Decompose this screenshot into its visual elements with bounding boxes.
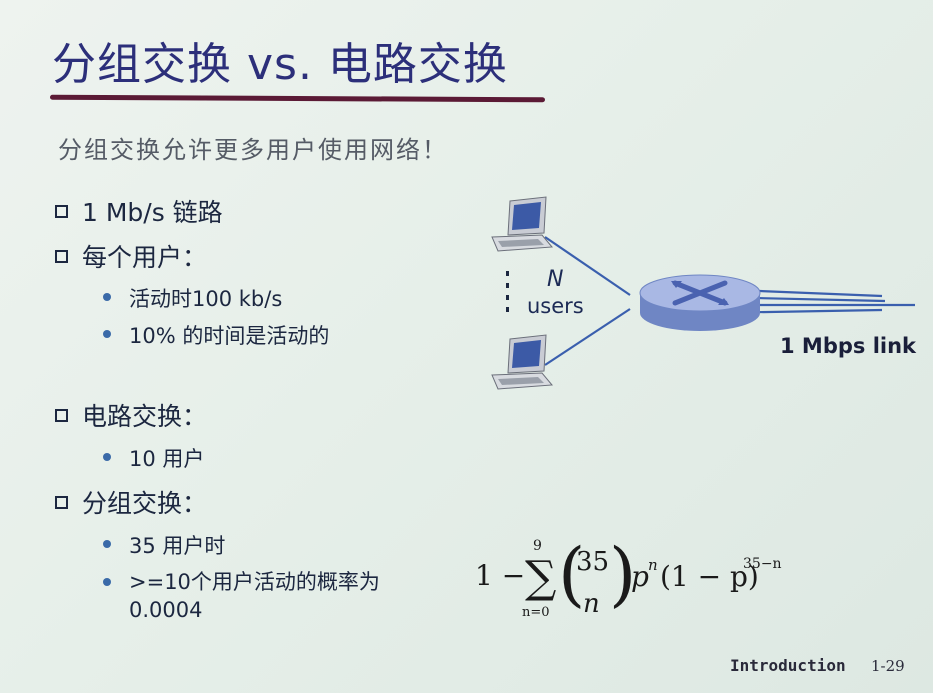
dot-bullet-icon [103,540,111,548]
binom-left-paren: ( [558,533,585,615]
title-underline [49,94,546,103]
dot-bullet-icon [103,578,111,586]
sub-bullet-packet-users-text: 35 用户时 [129,534,226,558]
dot-bullet-icon [103,453,111,461]
binom-bottom: n [583,589,600,619]
bullet-packet: 分组交换： [55,484,207,520]
uplink-line-top [544,236,631,296]
dot-bullet-icon [103,293,111,301]
bullet-circuit: 电路交换： [55,397,207,433]
slide-subtitle: 分组交换允许更多用户使用网络！ [58,136,448,164]
checkbox-bullet-icon [55,408,68,422]
sub-bullet-probability-text: >=10个用户活动的概率为 0.0004 [129,568,380,624]
bullet-per-user: 每个用户： [55,238,207,274]
link-label: 1 Mbps link [780,334,917,358]
footer-page-number: 1-29 [871,657,905,675]
probability-formula: 1 − ∑ 9 n=0 ( 35 n ) p n (1 − p) 35−n [475,530,805,634]
uplink-line-bottom [544,308,631,366]
probability-line-1: >=10个用户活动的概率为 [129,570,380,594]
sub-bullet-active-pct-text: 10% 的时间是活动的 [129,324,330,348]
sub-bullet-active-rate-text: 活动时100 kb/s [129,287,283,311]
ellipsis-dots [506,271,509,312]
bullet-packet-text: 分组交换： [82,489,208,518]
users-label: users [527,294,584,318]
p-var: p [631,560,649,593]
sub-bullet-active-rate: 活动时100 kb/s [103,283,282,313]
checkbox-bullet-icon [55,249,68,263]
sum-lower: n=0 [522,605,550,620]
binom-top: 35 [576,547,609,577]
sub-bullet-circuit-users: 10 用户 [103,443,204,473]
one-minus-p: (1 − p) [660,560,759,593]
binom-right-paren: ) [609,533,636,615]
checkbox-bullet-icon [55,204,68,218]
computer-icon [491,196,554,252]
dot-bullet-icon [103,330,111,338]
checkbox-bullet-icon [55,495,68,509]
second-exponent: 35−n [743,556,782,572]
formula-graphic: 1 − ∑ 9 n=0 ( 35 n ) p n (1 − p) 35−n [475,533,782,620]
bullet-link-text: 1 Mb/s 链路 [82,198,223,227]
router-icon [639,274,761,331]
sum-upper: 9 [533,538,542,554]
formula-lead: 1 − [475,559,525,592]
bullet-link: 1 Mb/s 链路 [55,193,223,229]
computer-icon [491,334,554,390]
sub-bullet-active-pct: 10% 的时间是活动的 [103,320,329,350]
sub-bullet-circuit-users-text: 10 用户 [129,447,205,471]
n-label: N [547,267,564,292]
footer-section: Introduction [730,656,846,675]
bullet-circuit-text: 电路交换： [82,402,208,431]
sum-symbol: ∑ [525,552,556,603]
p-exponent: n [648,556,658,574]
network-diagram [491,196,915,390]
bullet-per-user-text: 每个用户： [82,243,208,272]
sub-bullet-packet-users: 35 用户时 [103,530,225,560]
slide-title: 分组交换 vs. 电路交换 [52,39,508,90]
sub-bullet-probability: >=10个用户活动的概率为 0.0004 [103,568,380,624]
probability-line-2: 0.0004 [129,598,203,622]
